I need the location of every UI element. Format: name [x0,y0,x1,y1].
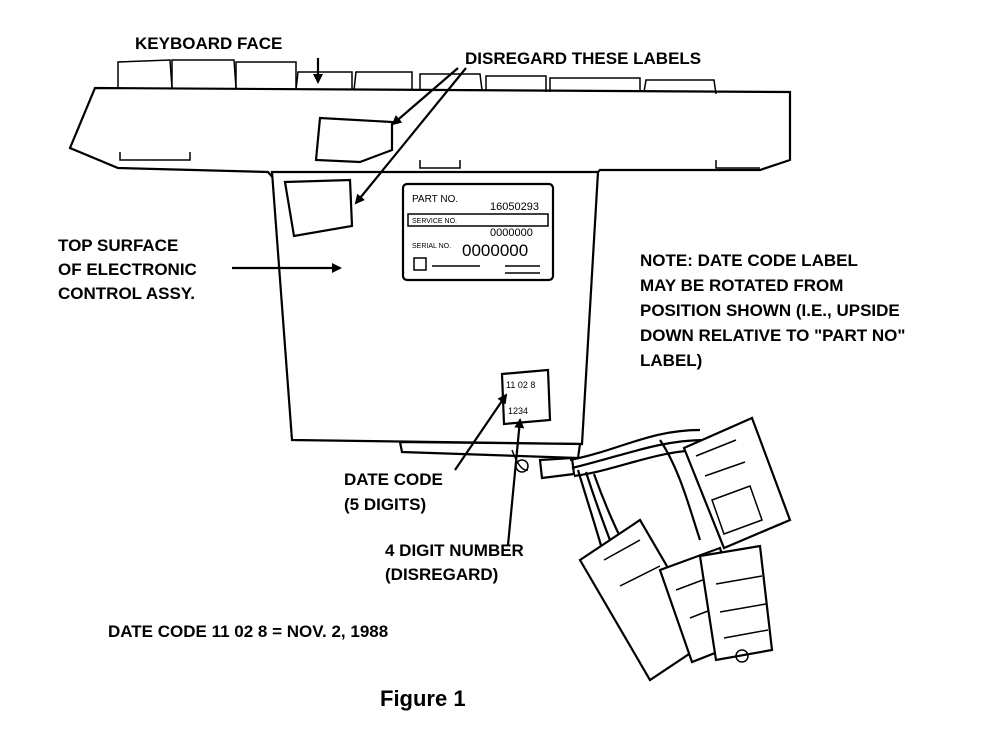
keyboard-decal [314,116,394,164]
four-digit-value: 1234 [508,406,528,416]
disregard-labels-label: DISREGARD THESE LABELS [465,49,701,68]
keyboard-face [68,59,792,182]
serial-no-value: 0000000 [462,241,528,260]
date-code-label: 11 02 8 1234 [500,368,552,426]
top-surface-line-1: TOP SURFACE [58,236,178,255]
note-label: NOTE: DATE CODE LABEL MAY BE ROTATED FRO… [640,251,905,370]
module-decal [283,178,354,238]
part-no-value: 16050293 [490,201,539,213]
four-digit-line-1: 4 DIGIT NUMBER [385,541,524,560]
part-no-label: PART NO. [412,194,458,205]
service-no-value: 0000000 [490,227,533,239]
top-surface-label: TOP SURFACE OF ELECTRONIC CONTROL ASSY. [58,236,197,303]
leader-arrows [232,58,525,546]
part-number-label: PART NO. 16050293 SERVICE NO. 0000000 SE… [401,182,555,282]
note-line-3: POSITION SHOWN (I.E., UPSIDE [640,301,900,320]
wiring-harness [398,416,792,682]
note-line-2: MAY BE ROTATED FROM [640,276,843,295]
top-surface-line-2: OF ELECTRONIC [58,260,197,279]
date-code-example: DATE CODE 11 02 8 = NOV. 2, 1988 [108,622,388,641]
four-digit-arrow [506,418,525,546]
top-surface-line-3: CONTROL ASSY. [58,284,195,303]
note-line-5: LABEL) [640,351,702,370]
note-line-1: NOTE: DATE CODE LABEL [640,251,858,270]
date-code-callout: DATE CODE (5 DIGITS) [344,470,443,514]
date-code-arrow [454,393,508,471]
date-code-line-1: DATE CODE [344,470,443,489]
figure-caption: Figure 1 [380,686,466,711]
four-digit-line-2: (DISREGARD) [385,565,498,584]
date-code-line-2: (5 DIGITS) [344,495,426,514]
service-no-label: SERVICE NO. [412,218,457,225]
disregard-arrow-2 [354,67,467,205]
keyboard-face-label: KEYBOARD FACE [135,34,282,53]
logo-box [413,257,427,271]
serial-no-label: SERIAL NO. [412,243,451,250]
date-code-value: 11 02 8 [506,380,535,390]
four-digit-callout: 4 DIGIT NUMBER (DISREGARD) [385,541,524,584]
note-line-4: DOWN RELATIVE TO "PART NO" [640,326,905,345]
disregard-arrow-1 [391,67,459,126]
